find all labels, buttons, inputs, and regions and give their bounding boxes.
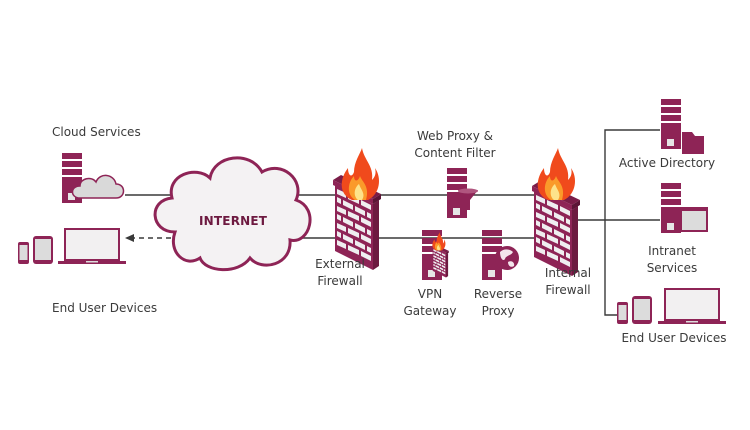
intranet-services-label: Intranet Services	[637, 243, 707, 277]
web-proxy-line2: Content Filter	[414, 146, 496, 160]
internal-firewall-line1: Internal	[544, 266, 592, 280]
web-proxy-line1: Web Proxy &	[416, 129, 494, 143]
intranet-services-line2: Services	[646, 261, 698, 275]
internal-firewall-label: Internal Firewall	[533, 265, 603, 299]
internet-label: INTERNET	[199, 214, 268, 228]
external-firewall-line2: Firewall	[317, 274, 363, 288]
internal-firewall-line2: Firewall	[545, 283, 591, 297]
server-folder-icon	[661, 99, 704, 154]
vpn-gateway-line1: VPN	[417, 287, 443, 301]
reverse-proxy-line2: Proxy	[481, 304, 515, 318]
end-user-devices-left-label: End User Devices	[52, 301, 158, 315]
server-cloud-icon	[62, 153, 125, 203]
external-firewall-icon	[333, 148, 381, 270]
active-directory-label: Active Directory	[618, 156, 716, 170]
external-firewall-line1: External	[315, 257, 365, 271]
arrow-head-icon	[125, 234, 134, 242]
reverse-proxy-line1: Reverse	[473, 287, 523, 301]
internal-firewall-icon	[532, 148, 580, 276]
devices-icon-left	[18, 228, 126, 264]
line-trunk	[604, 129, 660, 316]
server-globe-icon	[482, 230, 519, 280]
reverse-proxy-label: Reverse Proxy	[463, 286, 533, 320]
cloud-services-label: Cloud Services	[52, 125, 141, 139]
server-filter-icon	[447, 168, 478, 218]
intranet-services-line1: Intranet	[648, 244, 696, 258]
web-proxy-label: Web Proxy & Content Filter	[405, 128, 505, 162]
end-user-devices-right-label: End User Devices	[621, 331, 727, 345]
vpn-gateway-label: VPN Gateway	[395, 286, 465, 320]
devices-icon-right	[617, 288, 726, 324]
external-firewall-label: External Firewall	[300, 256, 380, 290]
server-window-icon	[661, 183, 708, 233]
vpn-gateway-line2: Gateway	[403, 304, 457, 318]
internet-cloud-icon	[153, 156, 312, 272]
